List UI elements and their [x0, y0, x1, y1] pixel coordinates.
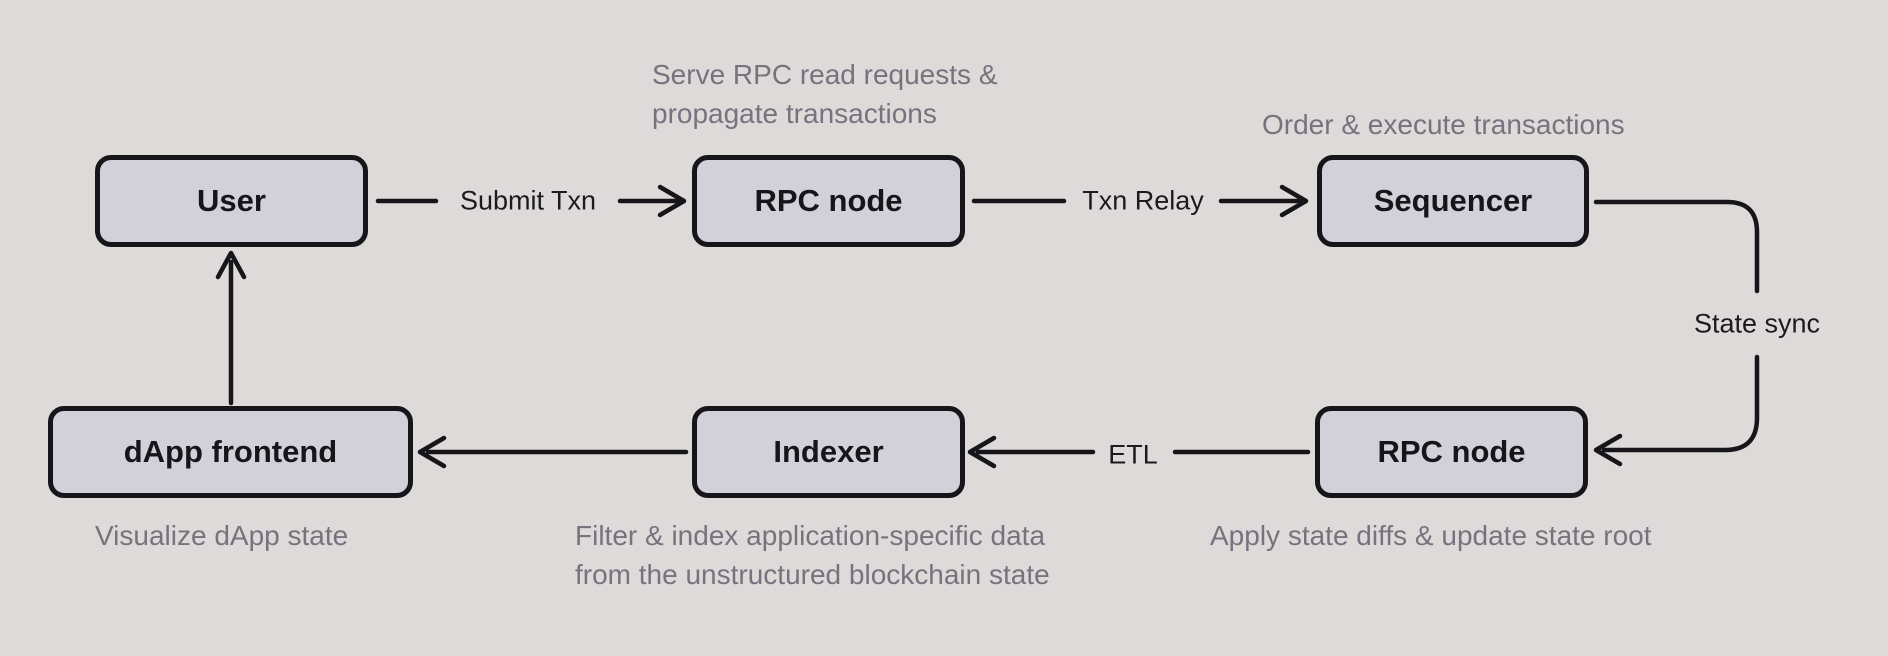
node-rpc-bottom-label: RPC node	[1377, 434, 1526, 469]
node-rpc-bottom: RPC node	[1315, 406, 1588, 498]
annotation-indexer-line1: Filter & index application-specific data	[575, 520, 1046, 551]
node-dapp-frontend: dApp frontend	[48, 406, 413, 498]
annotation-sequencer: Order & execute transactions	[1262, 109, 1625, 140]
edge-label-txn-relay: Txn Relay	[1082, 185, 1204, 216]
arrowhead-user-to-rpc	[657, 184, 687, 218]
arrowhead-rpc-to-indexer	[967, 435, 997, 469]
annotation-indexer: Filter & index application-specific data…	[575, 516, 1050, 594]
node-rpc-top-label: RPC node	[754, 183, 903, 218]
node-user-label: User	[197, 183, 266, 218]
edge-state-sync-upper	[1593, 199, 1760, 294]
annotation-indexer-line2: from the unstructured blockchain state	[575, 559, 1050, 590]
node-dapp-frontend-label: dApp frontend	[123, 434, 338, 469]
node-indexer-label: Indexer	[773, 434, 884, 469]
annotation-rpc-bottom: Apply state diffs & update state root	[1210, 520, 1652, 551]
node-indexer: Indexer	[692, 406, 965, 498]
node-sequencer: Sequencer	[1317, 155, 1589, 247]
arrowhead-indexer-to-dapp	[417, 435, 447, 469]
arrowhead-rpc-to-sequencer	[1279, 184, 1309, 218]
edge-label-submit-txn: Submit Txn	[459, 185, 597, 216]
annotation-rpc-top: Serve RPC read requests & propagate tran…	[652, 55, 998, 133]
node-rpc-top: RPC node	[692, 155, 965, 247]
node-sequencer-label: Sequencer	[1373, 183, 1533, 218]
node-user: User	[95, 155, 368, 247]
annotation-dapp-frontend: Visualize dApp state	[95, 520, 349, 551]
annotation-rpc-top-line2: propagate transactions	[652, 98, 937, 129]
edge-label-state-sync: State sync	[1693, 308, 1821, 339]
arrowhead-state-sync	[1593, 433, 1623, 467]
arrowhead-dapp-to-user	[215, 250, 247, 280]
annotation-rpc-top-line1: Serve RPC read requests &	[652, 59, 998, 90]
edge-label-etl: ETL	[1108, 439, 1158, 470]
edge-state-sync-lower	[1601, 354, 1760, 453]
